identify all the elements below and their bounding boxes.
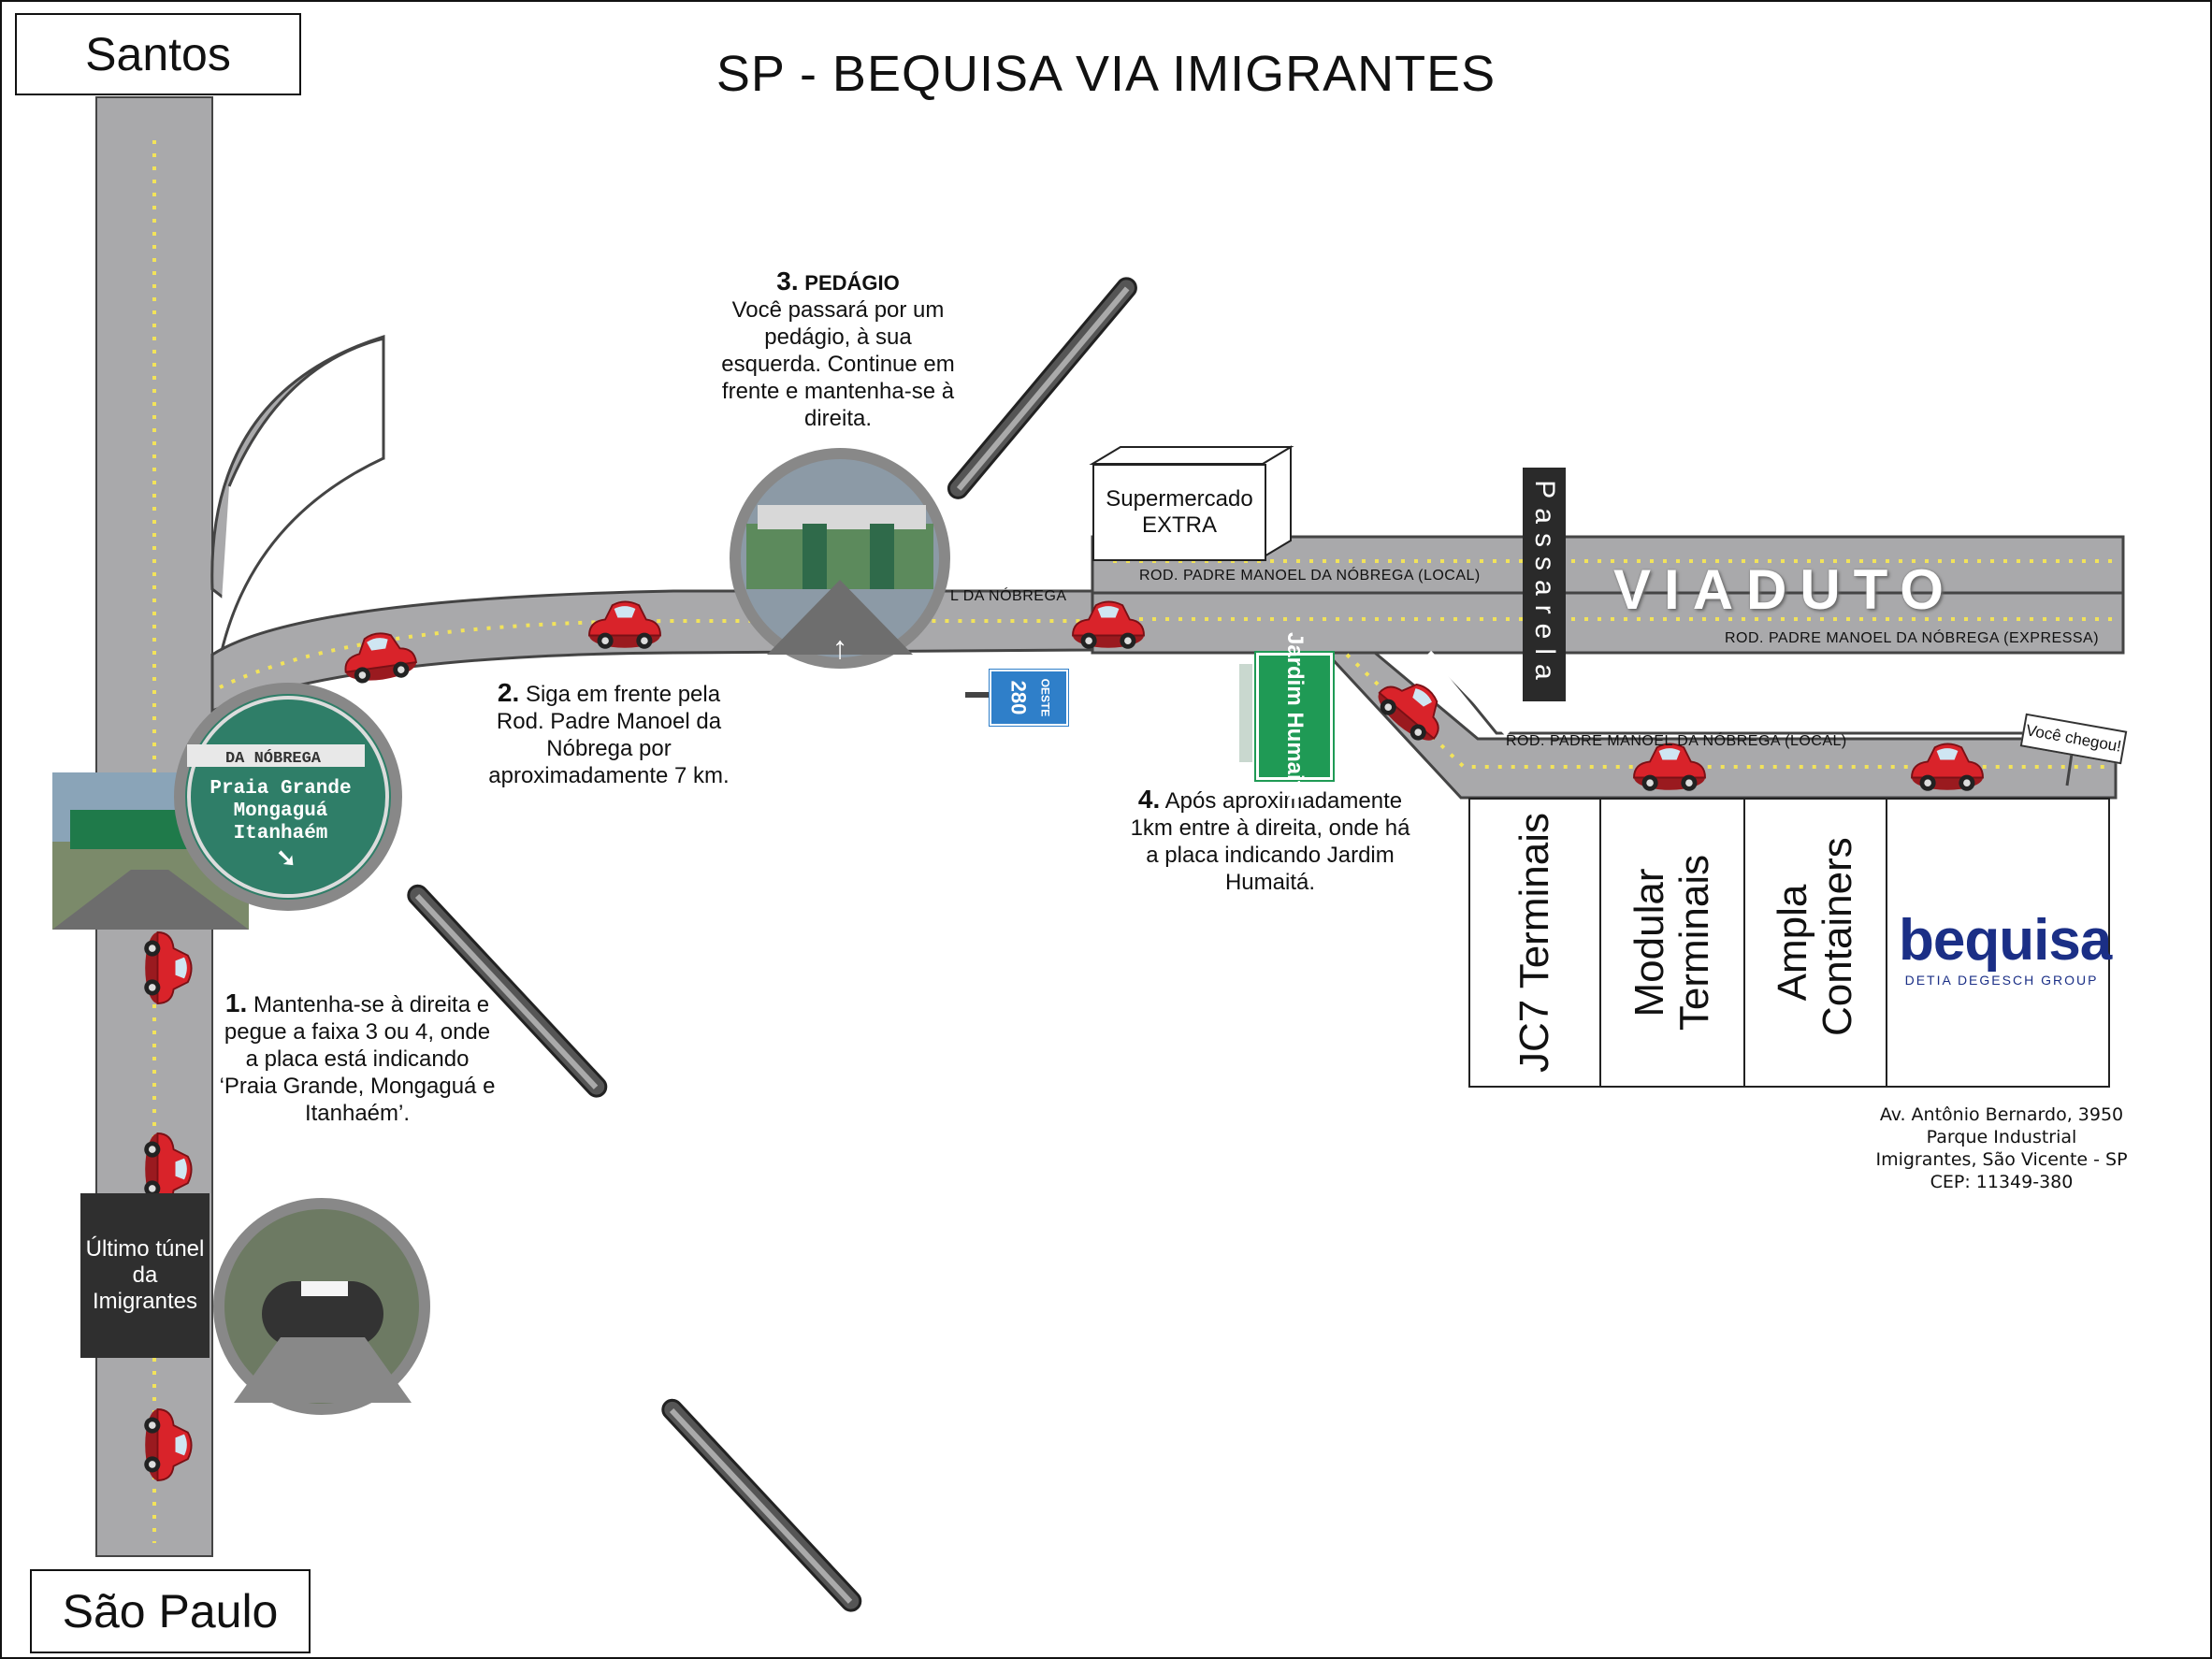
road-label-local-lower: ROD. PADRE MANOEL DA NÓBREGA (LOCAL) [1506, 733, 1847, 749]
step-4-text: Após aproximadamente 1km entre à direita… [1130, 788, 1410, 895]
viaduto-label: VIADUTO [1613, 558, 1957, 621]
tunnel-label: Último túnel da Imigrantes [80, 1193, 210, 1358]
jardim-humaita-label: Jardim Humaitá [1282, 631, 1308, 801]
step-3: 3. PEDÁGIO Você passará por um pedágio, … [716, 267, 960, 432]
step-4: 4. Após aproximadamente 1km entre à dire… [1124, 786, 1416, 896]
step-3-heading: PEDÁGIO [804, 271, 900, 295]
terminal-bequisa [1886, 798, 2110, 1088]
exit-ramp [1326, 651, 2118, 800]
step-2-number: 2. [497, 678, 520, 707]
step-2-text: Siga em frente pela Rod. Padre Manoel da… [488, 682, 730, 788]
passarela-label: Passarela [1529, 480, 1560, 689]
magnifier-sign: DA NÓBREGA Praia Grande Mongaguá Itanhaé… [174, 683, 612, 1102]
terminal-modular: Modular Terminais [1599, 798, 1745, 1088]
jardim-humaita-sign: Jardim Humaitá [1254, 632, 1335, 801]
bequisa-logo: bequisa DETIA DEGESCH GROUP [1899, 896, 2112, 989]
terminal-ampla-label: Ampla Containers [1770, 837, 1860, 1036]
city-santos: Santos [15, 13, 301, 95]
terminal-modular-label: Modular Terminais [1626, 854, 1717, 1031]
city-sao-paulo: São Paulo [30, 1569, 311, 1653]
step-3-text: Você passará por um pedágio, à sua esque… [721, 297, 955, 431]
magnifier-sign-text: Mongaguá [234, 801, 328, 822]
step-3-number: 3. [776, 267, 799, 296]
sign-280-direction: OESTE [1038, 678, 1052, 717]
passarela-bridge: Passarela [1523, 468, 1566, 701]
magnifier-sign-text: Itanhaém [234, 823, 328, 844]
road-label-partial: L DA NÓBREGA [950, 588, 1067, 604]
magnifier-tunnel [213, 1198, 866, 1616]
step-2: 2. Siga em frente pela Rod. Padre Manoel… [483, 679, 735, 789]
road-label-expressa: ROD. PADRE MANOEL DA NÓBREGA (EXPRESSA) [1725, 630, 2100, 646]
magnifier-sign-text: Praia Grande [210, 778, 351, 800]
page-title: SP - BEQUISA VIA IMIGRANTES [716, 46, 1496, 102]
step-1-text: Mantenha-se à direita e pegue a faixa 3 … [219, 992, 496, 1126]
address-line: Parque Industrial [1926, 1127, 2077, 1147]
step-1-number: 1. [224, 988, 248, 1017]
step-1: 1. Mantenha-se à direita e pegue a faixa… [217, 989, 498, 1127]
address-line: Av. Antônio Bernardo, 3950 [1879, 1104, 2124, 1125]
terminal-jc7-label: JC7 Terminais [1511, 813, 1557, 1073]
supermarket-side [1262, 445, 1292, 559]
sign-280-number: 280 [1006, 680, 1031, 715]
address-block: Av. Antônio Bernardo, 3950 Parque Indust… [1861, 1104, 2142, 1193]
ramp-island [215, 337, 385, 674]
expressa-lane [1091, 591, 2125, 655]
supermarket-top [1089, 446, 1294, 465]
logo-wordmark: bequisa [1899, 908, 2112, 973]
logo-tagline: DETIA DEGESCH GROUP [1904, 973, 2099, 988]
terminal-jc7: JC7 Terminais [1468, 798, 1601, 1088]
address-line: CEP: 11349-380 [1930, 1172, 2074, 1192]
road-label-local-upper: ROD. PADRE MANOEL DA NÓBREGA (LOCAL) [1139, 568, 1481, 584]
step-4-number: 4. [1137, 785, 1161, 814]
address-line: Imigrantes, São Vicente - SP [1875, 1149, 2128, 1170]
magnifier-toll: ↑ [730, 273, 1141, 669]
route-280-sign: 280 OESTE [989, 669, 1069, 727]
svg-text:↑: ↑ [832, 630, 848, 666]
svg-text:➘: ➘ [276, 844, 296, 872]
terminal-ampla: Ampla Containers [1743, 798, 1887, 1088]
supermarket-label: Supermercado EXTRA [1092, 464, 1266, 561]
magnifier-sign-text: DA NÓBREGA [225, 749, 322, 768]
